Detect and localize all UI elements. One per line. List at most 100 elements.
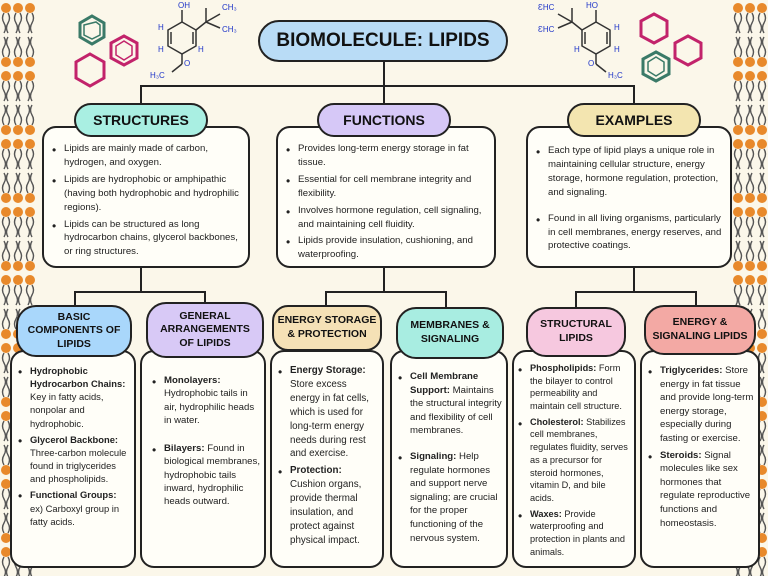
h-label: H bbox=[614, 23, 620, 32]
item-term: Signaling: bbox=[410, 451, 457, 463]
ch3-label: ƐHC bbox=[538, 3, 555, 12]
item-term: Phospholipids: bbox=[530, 363, 597, 373]
list-item: Phospholipids: Form the bilayer to contr… bbox=[516, 362, 632, 413]
item-term: Bilayers: bbox=[164, 442, 205, 454]
list-item: Provides long-term energy storage in fat… bbox=[284, 142, 488, 170]
general-arrangements-label: GENERAL ARRANGEMENTS OF LIPIDS bbox=[160, 309, 250, 349]
list-item: Steroids: Signal molecules like sex horm… bbox=[646, 449, 754, 531]
item-text: Key in fatty acids, nonpolar and hydroph… bbox=[30, 391, 104, 429]
ch3-label: CH₃ bbox=[222, 3, 237, 12]
connector bbox=[575, 291, 577, 307]
connector bbox=[445, 291, 447, 307]
structures-label: STRUCTURES bbox=[93, 112, 189, 128]
item-term: Cell Membrane Support: bbox=[410, 371, 479, 396]
structural-lipids-header: STRUCTURAL LIPIDS bbox=[526, 307, 626, 357]
connector bbox=[633, 266, 635, 292]
list-item: Waxes: Provide waterproofing and protect… bbox=[516, 508, 632, 559]
basic-components-label: BASIC COMPONENTS OF LIPIDS bbox=[27, 310, 121, 350]
examples-box: Each type of lipid plays a unique role i… bbox=[526, 126, 732, 268]
ch3-label: CH₃ bbox=[222, 25, 237, 34]
h-label: H bbox=[614, 45, 620, 54]
basic-components-header: BASIC COMPONENTS OF LIPIDS bbox=[16, 305, 132, 357]
list-item: Functional Groups: ex) Carboxyl group in… bbox=[16, 488, 130, 527]
connector bbox=[140, 85, 634, 87]
item-term: Protection: bbox=[290, 465, 342, 477]
title-text: BIOMOLECULE: LIPIDS bbox=[276, 30, 490, 51]
energy-storage-box: Energy Storage: Store excess energy in f… bbox=[270, 350, 384, 568]
item-term: Energy Storage: bbox=[290, 365, 366, 376]
energy-storage-header: ENERGY STORAGE & PROTECTION bbox=[272, 305, 382, 351]
list-item: Monolayers: Hydrophobic tails in air, hy… bbox=[150, 374, 260, 428]
h3c-label: H₃C bbox=[150, 71, 165, 80]
structures-box: Lipids are mainly made of carbon, hydrog… bbox=[42, 126, 250, 268]
functions-box: Provides long-term energy storage in fat… bbox=[276, 126, 496, 268]
list-item: Cell Membrane Support: Maintains the str… bbox=[396, 370, 502, 438]
connector bbox=[383, 85, 385, 105]
page-title: BIOMOLECULE: LIPIDS bbox=[258, 20, 508, 62]
item-text: Found in biological membranes, hydrophob… bbox=[164, 442, 260, 508]
item-text: Signal molecules like sex hormones that … bbox=[660, 449, 751, 529]
list-item: Energy Storage: Store excess energy in f… bbox=[276, 364, 378, 461]
functions-label: FUNCTIONS bbox=[343, 112, 425, 128]
item-text: Form the bilayer to control permeability… bbox=[530, 363, 622, 412]
energy-signaling-box: Triglycerides: Store energy in fat tissu… bbox=[640, 350, 760, 568]
list-item: Hydrophobic Hydrocarbon Chains: Key in f… bbox=[16, 364, 130, 430]
connector bbox=[140, 85, 142, 105]
item-term: Triglycerides: bbox=[660, 365, 723, 376]
general-arrangements-box: Monolayers: Hydrophobic tails in air, hy… bbox=[140, 350, 266, 568]
item-text: Cushion organs, provide thermal insulati… bbox=[290, 479, 362, 546]
connector bbox=[383, 266, 385, 292]
oh-label: OH bbox=[178, 1, 190, 10]
structural-lipids-label: STRUCTURAL LIPIDS bbox=[540, 318, 612, 344]
list-item: Glycerol Backbone: Three-carbon molecule… bbox=[16, 433, 130, 486]
item-text: Three-carbon molecule found in triglycer… bbox=[30, 446, 127, 485]
structural-lipids-box: Phospholipids: Form the bilayer to contr… bbox=[512, 350, 636, 568]
connector bbox=[325, 291, 447, 293]
structures-header: STRUCTURES bbox=[74, 103, 208, 137]
item-text: Help regulate hormones and support nerve… bbox=[410, 451, 498, 544]
list-item: Bilayers: Found in biological membranes,… bbox=[150, 442, 260, 509]
membranes-signaling-header: MEMBRANES & SIGNALING bbox=[396, 307, 504, 359]
connector bbox=[204, 291, 206, 307]
molecule-right-icon: HO ƐHC ƐHC H H H O H₃C bbox=[538, 1, 623, 80]
o-label: O bbox=[588, 59, 594, 68]
item-text: Store energy in fat tissue and provide l… bbox=[660, 365, 754, 445]
connector bbox=[325, 291, 327, 307]
list-item: Signaling: Help regulate hormones and su… bbox=[396, 450, 502, 545]
item-text: Provide waterproofing and protection in … bbox=[530, 508, 626, 557]
h-label: H bbox=[574, 45, 580, 54]
connector bbox=[633, 85, 635, 105]
item-text: Maintains the structural integrity and f… bbox=[410, 384, 502, 437]
item-text: Store excess energy in fat cells, which … bbox=[290, 378, 369, 460]
list-item: Cholesterol: Stabilizes cell membranes, … bbox=[516, 416, 632, 505]
connector bbox=[74, 291, 76, 307]
energy-signaling-label: ENERGY & SIGNALING LIPIDS bbox=[652, 316, 748, 342]
item-term: Functional Groups: bbox=[30, 489, 117, 501]
list-item: Lipids provide insulation, cushioning, a… bbox=[284, 234, 488, 262]
examples-header: EXAMPLES bbox=[567, 103, 701, 137]
item-term: Waxes: bbox=[530, 508, 562, 519]
functions-header: FUNCTIONS bbox=[317, 103, 451, 137]
o-label: O bbox=[184, 59, 190, 68]
item-text: Stabilizes cell membranes, regulates flu… bbox=[530, 416, 628, 503]
benzene-rings-left-icon bbox=[74, 14, 139, 88]
list-item: Lipids can be structured as long hydroca… bbox=[50, 218, 240, 260]
connector bbox=[74, 291, 206, 293]
item-text: ex) Carboxyl group in fatty acids. bbox=[30, 502, 120, 527]
list-item: Found in all living organisms, particula… bbox=[534, 212, 726, 254]
energy-signaling-header: ENERGY & SIGNALING LIPIDS bbox=[644, 305, 756, 355]
item-text: Hydrophobic tails in air, hydrophilic he… bbox=[164, 388, 255, 427]
connector bbox=[695, 291, 697, 307]
connector bbox=[140, 266, 142, 292]
connector bbox=[575, 291, 697, 293]
list-item: Involves hormone regulation, cell signal… bbox=[284, 204, 488, 232]
h-label: H bbox=[158, 45, 164, 54]
item-term: Hydrophobic Hydrocarbon Chains: bbox=[30, 365, 126, 390]
list-item: Lipids are mainly made of carbon, hydrog… bbox=[50, 142, 240, 170]
h-label: H bbox=[158, 23, 164, 32]
item-term: Cholesterol: bbox=[530, 416, 584, 427]
benzene-rings-right-icon bbox=[639, 12, 703, 83]
item-term: Steroids: bbox=[660, 449, 702, 461]
item-term: Glycerol Backbone: bbox=[30, 433, 119, 445]
energy-storage-label: ENERGY STORAGE & PROTECTION bbox=[277, 314, 377, 340]
